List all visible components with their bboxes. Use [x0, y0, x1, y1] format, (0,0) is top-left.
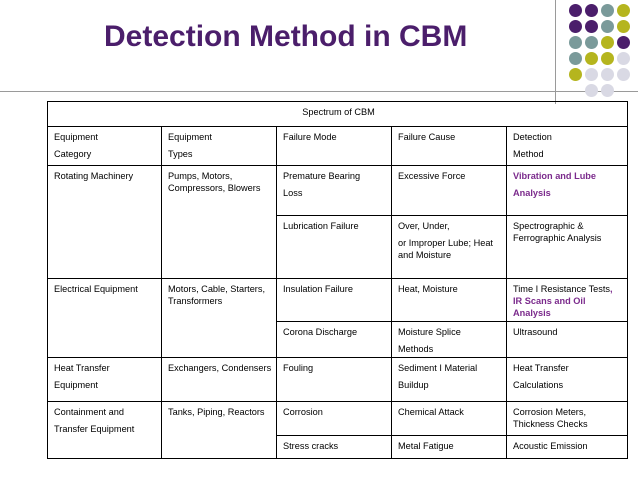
header-label: Detection: [513, 132, 552, 143]
dot-gray: [601, 20, 614, 33]
cbm-table: Spectrum of CBM Equipment Category Equip…: [46, 100, 629, 460]
cell-failure-cause: Metal Fatigue: [391, 434, 507, 460]
cell-detection-method: Time I Resistance Tests, IR Scans and Oi…: [505, 278, 629, 323]
cell-text: Transfer Equipment: [54, 424, 135, 435]
cell-text: Methods: [398, 344, 434, 355]
header-equipment-types: Equipment Types: [161, 126, 277, 167]
cell-detection-method: Acoustic Emission: [505, 434, 629, 460]
cell-failure-cause: Heat, Moisture: [391, 278, 507, 323]
header-label: Types: [168, 149, 193, 160]
cell-failure-cause: Sediment I Material Buildup: [391, 357, 507, 403]
cell-failure-mode: Premature Bearing Loss: [276, 165, 392, 217]
dot-purple: [585, 4, 598, 17]
cell-category: Heat Transfer Equipment: [47, 357, 162, 403]
cell-detection-method: Heat Transfer Calculations: [505, 357, 629, 403]
cell-text-highlight: Vibration and Lube: [513, 171, 597, 182]
cell-text: Loss: [283, 188, 303, 199]
cell-failure-mode: Corona Discharge: [276, 321, 392, 359]
header-label: Equipment: [54, 132, 98, 143]
cell-text: Buildup: [398, 380, 429, 391]
cell-detection-method: Spectrographic & Ferrographic Analysis: [505, 215, 629, 280]
table-row: Rotating Machinery Pumps, Motors, Compre…: [47, 165, 629, 280]
cell-category: Containment and Transfer Equipment: [47, 401, 162, 459]
cell-failure-mode: Corrosion: [276, 401, 392, 436]
header-label: Equipment: [168, 132, 212, 143]
cell-text: Heat Transfer: [54, 363, 110, 374]
cell-text: Premature Bearing: [283, 171, 361, 182]
table-row: Heat Transfer Equipment Exchangers, Cond…: [47, 357, 629, 403]
cell-text: Time I Resistance: [513, 284, 587, 295]
table-caption: Spectrum of CBM: [46, 100, 629, 128]
dot-light: [585, 84, 598, 97]
cell-text: Heat Transfer: [513, 363, 569, 374]
cell-text: Moisture Splice: [398, 327, 461, 338]
dot-light: [585, 68, 598, 81]
dot-purple: [617, 36, 630, 49]
cell-detection-method: Ultrasound: [505, 321, 629, 359]
dot-olive: [569, 68, 582, 81]
dot-purple: [585, 20, 598, 33]
cell-text: Tests: [588, 284, 611, 295]
dot-olive: [585, 52, 598, 65]
cell-text: Calculations: [513, 380, 564, 391]
header-label: Method: [513, 149, 544, 160]
dot-purple: [569, 4, 582, 17]
header-failure-cause: Failure Cause: [391, 126, 507, 167]
cell-text-highlight: , IR Scans and Oil Analysis: [513, 284, 613, 319]
cell-detection-method: Corrosion Meters, Thickness Checks: [505, 401, 629, 436]
decorative-horizontal-line: [0, 91, 638, 92]
dot-olive: [617, 20, 630, 33]
header-label: Failure Cause: [398, 132, 456, 143]
cell-failure-cause: Excessive Force: [391, 165, 507, 217]
dot-olive: [617, 4, 630, 17]
cell-failure-cause: Chemical Attack: [391, 401, 507, 436]
table-row: Corona Discharge Moisture Splice Methods…: [48, 321, 629, 359]
dot-gray: [585, 36, 598, 49]
cell-failure-cause: Moisture Splice Methods: [391, 321, 507, 359]
table-caption-row: Spectrum of CBM: [46, 100, 629, 128]
dot-olive: [601, 52, 614, 65]
cell-failure-cause: Over, Under, or Improper Lube; Heat and …: [391, 215, 507, 280]
cell-detection-method: Vibration and Lube Analysis: [505, 165, 629, 217]
cell-failure-mode: Stress cracks: [276, 434, 392, 460]
decorative-dot-grid: [565, 4, 637, 104]
decorative-vertical-line: [555, 0, 556, 104]
cell-category: Rotating Machinery: [47, 165, 162, 280]
cell-text: Containment and: [54, 407, 124, 418]
dot-gray: [569, 52, 582, 65]
cell-text: Over, Under,: [398, 221, 450, 232]
table-row: Containment and Transfer Equipment Tanks…: [47, 401, 629, 459]
dot-light: [617, 68, 630, 81]
cell-types: Pumps, Motors, Compressors, Blowers: [161, 165, 277, 280]
cell-failure-mode: Fouling: [276, 357, 392, 403]
cell-text-highlight: Analysis: [513, 188, 551, 199]
cell-text: Equipment: [54, 380, 98, 391]
dot-gray: [601, 4, 614, 17]
cell-types: Tanks, Piping, Reactors: [161, 401, 277, 459]
cell-text: or Improper Lube; Heat and Moisture: [398, 238, 493, 261]
cell-text: Sediment I Material: [398, 363, 478, 374]
dot-gray: [569, 36, 582, 49]
page-title: Detection Method in CBM: [104, 20, 468, 53]
header-equipment-category: Equipment Category: [47, 126, 162, 167]
header-failure-mode: Failure Mode: [276, 126, 392, 167]
table-row: Stress cracks Metal Fatigue Acoustic Emi…: [48, 434, 629, 460]
header-label: Category: [54, 149, 92, 160]
cell-category: Electrical Equipment: [47, 278, 162, 359]
dot-purple: [569, 20, 582, 33]
table-row: Electrical Equipment Motors, Cable, Star…: [47, 278, 629, 359]
dot-olive: [601, 36, 614, 49]
cell-failure-mode: Insulation Failure: [276, 278, 392, 323]
cell-types: Motors, Cable, Starters, Transformers: [161, 278, 277, 359]
dot-light: [617, 52, 630, 65]
dot-light: [601, 84, 614, 97]
header-detection-method: Detection Method: [505, 126, 629, 167]
table-row: Lubrication Failure Over, Under, or Impr…: [48, 215, 629, 280]
dot-light: [601, 68, 614, 81]
header-label: Failure Mode: [283, 132, 337, 143]
table-header-row: Equipment Category Equipment Types Failu…: [47, 126, 629, 167]
cell-failure-mode: Lubrication Failure: [276, 215, 392, 280]
cell-types: Exchangers, Condensers: [161, 357, 277, 403]
